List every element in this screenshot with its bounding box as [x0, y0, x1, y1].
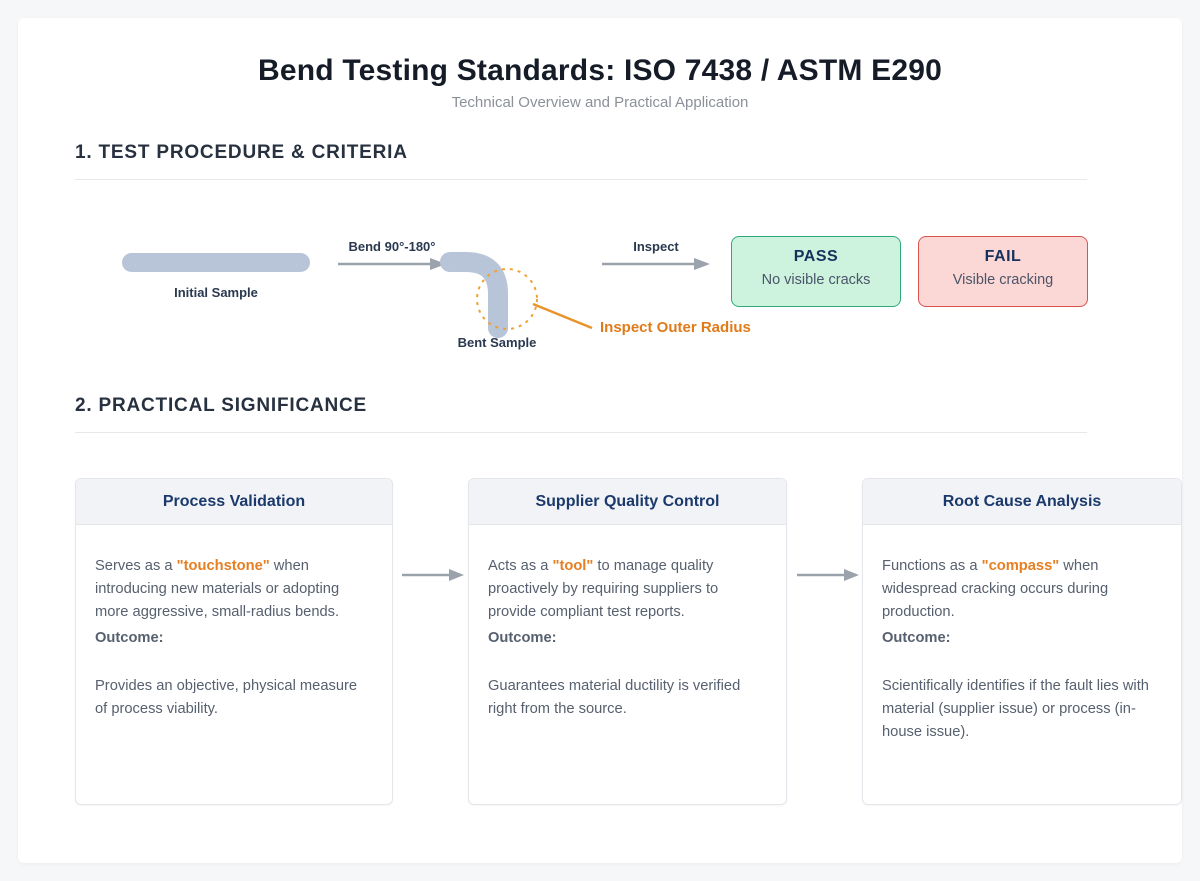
inspect-outer-radius-callout: Inspect Outer Radius: [600, 319, 751, 336]
content-panel: Bend Testing Standards: ISO 7438 / ASTM …: [18, 18, 1182, 863]
inspection-zone-circle-icon: [476, 268, 538, 330]
pass-text: No visible cracks: [761, 272, 871, 288]
outcome-text: Provides an objective, physical measure …: [95, 678, 358, 717]
card-header: Supplier Quality Control: [469, 479, 786, 525]
highlight-term: "compass": [981, 558, 1060, 574]
highlight-term: "touchstone": [176, 558, 270, 574]
fail-result-box: FAIL Visible cracking: [918, 236, 1088, 307]
section2-heading: 2. PRACTICAL SIGNIFICANCE: [75, 395, 368, 416]
card-process-validation: Process Validation Serves as a "touchsto…: [75, 478, 393, 805]
section1-divider: [75, 179, 1087, 180]
card-title: Supplier Quality Control: [535, 492, 720, 510]
card-header: Process Validation: [76, 479, 392, 525]
inspect-arrow-label: Inspect: [633, 239, 679, 254]
card-flow-arrow-icon: [402, 569, 464, 581]
bend-arrow-label: Bend 90°-180°: [348, 239, 436, 254]
card-body: Acts as a "tool" to manage quality proac…: [469, 525, 786, 721]
page-title: Bend Testing Standards: ISO 7438 / ASTM …: [258, 54, 942, 87]
card-body: Serves as a "touchstone" when introducin…: [76, 525, 392, 721]
page-subtitle: Technical Overview and Practical Applica…: [451, 94, 749, 111]
pass-result-box: PASS No visible cracks: [731, 236, 901, 307]
card-header: Root Cause Analysis: [863, 479, 1181, 525]
card-title: Process Validation: [162, 492, 306, 510]
outcome-label: Outcome:: [882, 630, 951, 647]
card-root-cause-analysis: Root Cause Analysis Functions as a "comp…: [862, 478, 1182, 805]
card-body: Functions as a "compass" when widespread…: [863, 525, 1181, 743]
outcome-text: Guarantees material ductility is verifie…: [488, 678, 741, 717]
section1-heading: 1. TEST PROCEDURE & CRITERIA: [75, 142, 408, 163]
inspect-arrow-icon: [602, 258, 710, 270]
card-supplier-quality-control: Supplier Quality Control Acts as a "tool…: [468, 478, 787, 805]
card-description: Acts as a "tool" to manage quality proac…: [488, 558, 719, 620]
card-description: Functions as a "compass" when widespread…: [882, 558, 1109, 620]
outcome-label: Outcome:: [488, 630, 557, 647]
highlight-term: "tool": [552, 558, 594, 574]
section2-divider: [75, 432, 1087, 433]
outcome-text: Scientifically identifies if the fault l…: [882, 678, 1149, 740]
initial-sample-shape: [122, 253, 310, 272]
fail-title: FAIL: [984, 248, 1022, 265]
initial-sample-label: Initial Sample: [174, 285, 258, 300]
pass-title: PASS: [793, 248, 839, 265]
bent-sample-shape: [440, 252, 593, 338]
outcome-label: Outcome:: [95, 630, 164, 647]
bent-sample-label: Bent Sample: [457, 335, 537, 350]
card-title: Root Cause Analysis: [942, 492, 1102, 510]
callout-line: [532, 302, 593, 330]
fail-text: Visible cracking: [952, 272, 1054, 288]
card-description: Serves as a "touchstone" when introducin…: [95, 558, 340, 620]
card-flow-arrow-icon: [797, 569, 859, 581]
bend-arrow-icon: [338, 258, 446, 270]
